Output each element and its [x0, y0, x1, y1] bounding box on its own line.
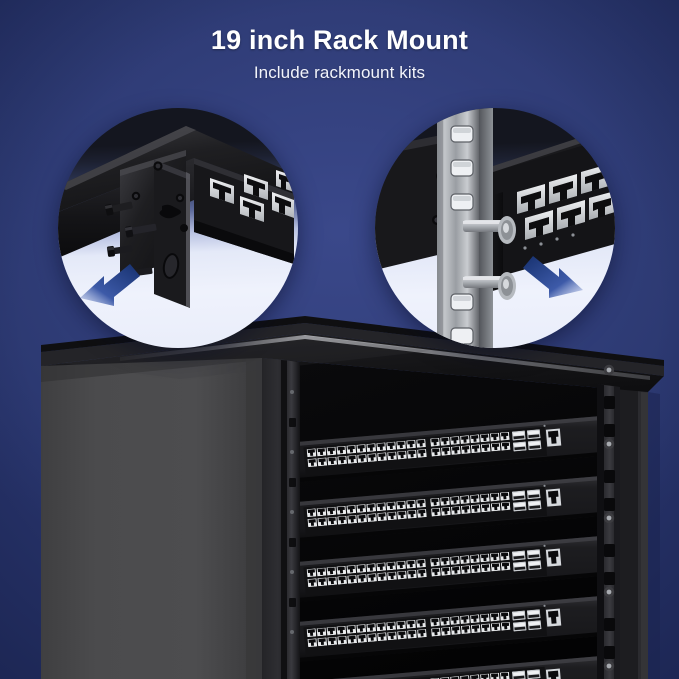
rackmount-bracket — [120, 150, 190, 308]
rack-rail-inset — [375, 108, 615, 348]
rail-screw — [603, 364, 615, 672]
rackmount-bracket-inset — [58, 108, 298, 348]
page-subtitle: Include rackmount kits — [253, 62, 426, 82]
assembly-arrow-icon — [523, 256, 583, 298]
network-switch — [303, 656, 601, 679]
heading-block: 19 inch Rack Mount Include rackmount kit… — [0, 25, 679, 83]
rack-rail-right — [597, 364, 620, 679]
network-switch — [297, 536, 601, 602]
page-title: 19 inch Rack Mount — [210, 25, 469, 55]
network-switch — [297, 596, 601, 662]
assembly-arrow-icon — [80, 264, 140, 306]
switch-front-panel — [475, 126, 615, 296]
network-switch — [297, 416, 601, 482]
rail-mounting-screw — [463, 216, 516, 300]
network-switch — [297, 476, 601, 542]
switch-stack — [297, 416, 601, 679]
rack-rail-left — [281, 360, 300, 679]
